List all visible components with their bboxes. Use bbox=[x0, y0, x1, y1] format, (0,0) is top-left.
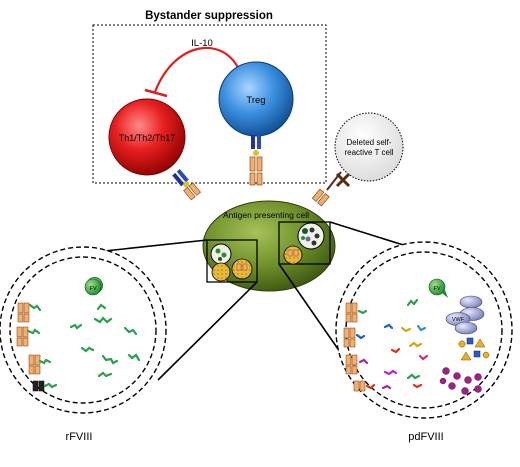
vesicle-left-1 bbox=[211, 262, 231, 282]
vesicle-left-2 bbox=[231, 258, 253, 280]
rfviii-label: rFVIII bbox=[66, 431, 93, 443]
apc-inset-box-right bbox=[278, 221, 331, 265]
title-text: Bystander suppression bbox=[145, 10, 273, 22]
effector-t-cell: Th1/Th2/Th17 bbox=[108, 98, 186, 176]
blocked-x-mark bbox=[335, 172, 351, 188]
treg-tcr-mhc-complex bbox=[249, 135, 263, 186]
apc-inset-box-left bbox=[206, 239, 258, 283]
pdfviii-label: pdFVIII bbox=[408, 431, 443, 443]
endosome-left bbox=[210, 243, 232, 265]
fv-label-left: FV bbox=[89, 286, 96, 292]
pdfviii-compartment bbox=[335, 241, 513, 419]
vwf-label: VWF bbox=[452, 317, 465, 323]
inhibition-bar bbox=[144, 88, 168, 98]
fv-label-right: FV bbox=[433, 286, 440, 292]
il10-label: IL-10 bbox=[191, 38, 213, 49]
deleted-t-cell-label-line1: Deleted self- bbox=[347, 138, 392, 147]
apc-label: Antigen presenting cell bbox=[223, 210, 309, 220]
fviii-fragments-left bbox=[26, 303, 141, 389]
treg-label: Treg bbox=[246, 95, 265, 106]
mhc-molecules-left bbox=[16, 302, 45, 392]
plasma-stars bbox=[439, 367, 482, 395]
zoom-line-left-bottom bbox=[157, 281, 258, 381]
effector-t-cell-label: Th1/Th2/Th17 bbox=[119, 133, 176, 143]
treg-cell: Treg bbox=[218, 61, 294, 137]
fv-molecule-left: FV bbox=[84, 277, 103, 296]
deleted-t-cell: Deleted self- reactive T cell bbox=[334, 112, 404, 182]
bystander-suppression-box bbox=[92, 24, 327, 184]
rfviii-compartment bbox=[0, 246, 167, 414]
vesicle-right bbox=[283, 245, 303, 265]
deleted-mhc-complex bbox=[311, 188, 330, 207]
vwf-cluster: VWF bbox=[445, 295, 485, 335]
plasma-proteins-shapes bbox=[458, 337, 490, 361]
mhc-molecules-right bbox=[343, 302, 366, 392]
effector-tcr-mhc-complex bbox=[172, 169, 201, 201]
fv-molecule-right: FV bbox=[428, 278, 448, 298]
endosome-right bbox=[297, 222, 325, 250]
deleted-t-cell-label-line2: reactive T cell bbox=[344, 148, 393, 157]
plasma-fragments-right bbox=[355, 298, 429, 390]
il10-inhibition-arc bbox=[153, 47, 242, 93]
